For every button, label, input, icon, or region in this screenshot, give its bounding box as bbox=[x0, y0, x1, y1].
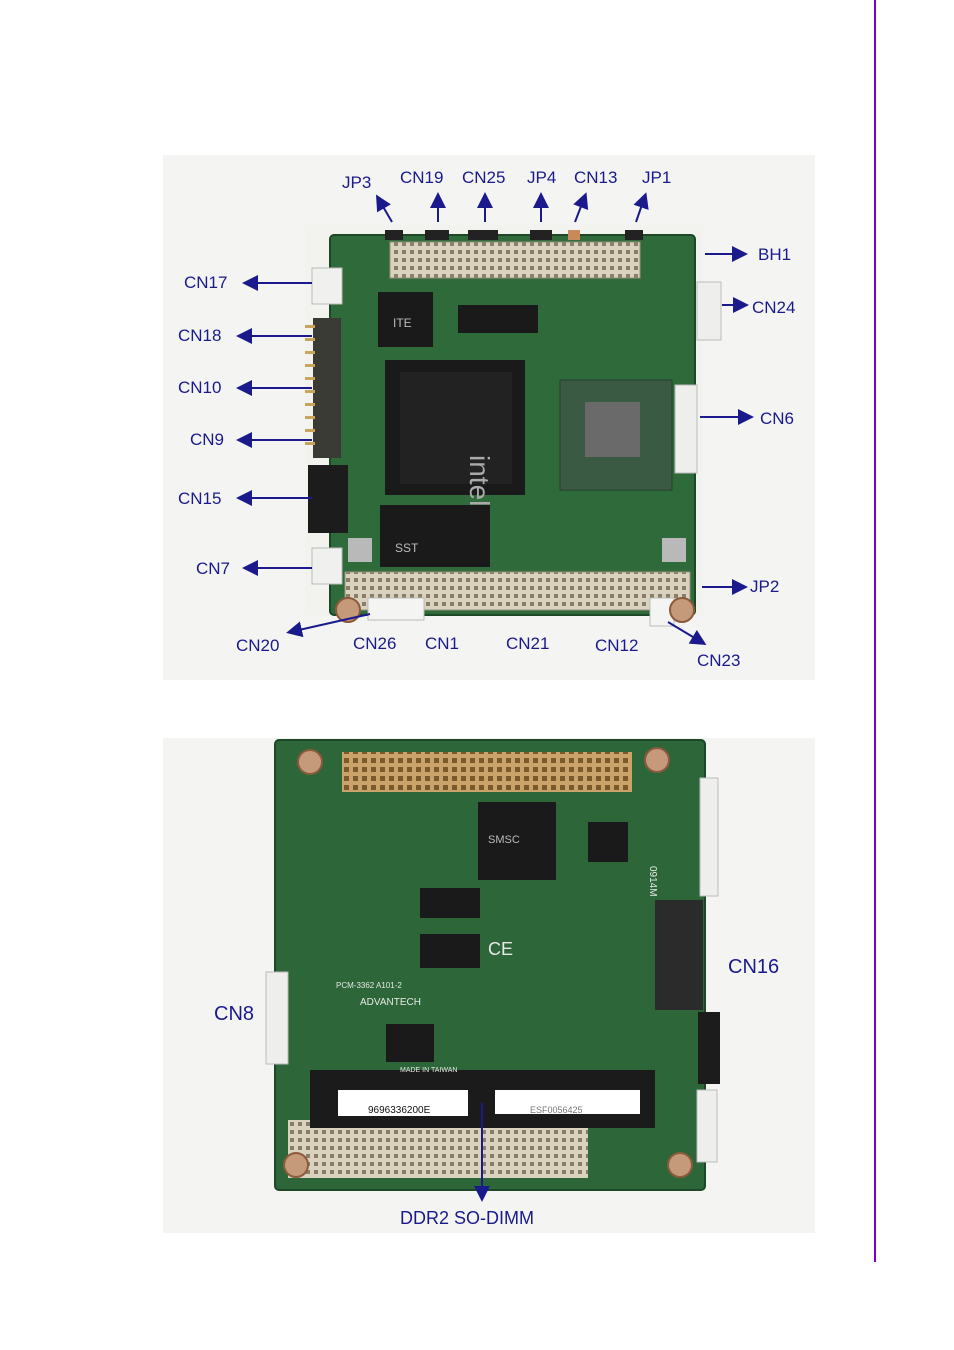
label-jp1: JP1 bbox=[642, 168, 671, 188]
barcode-1-text: 9696336200E bbox=[368, 1105, 431, 1116]
label-cn21: CN21 bbox=[506, 634, 549, 654]
label-cn18: CN18 bbox=[178, 326, 221, 346]
label-ddr2-so-dimm: DDR2 SO-DIMM bbox=[400, 1208, 534, 1229]
label-cn17: CN17 bbox=[184, 273, 227, 293]
label-cn12: CN12 bbox=[595, 636, 638, 656]
label-cn1: CN1 bbox=[425, 634, 459, 654]
label-cn15: CN15 bbox=[178, 489, 221, 509]
chip-sst-label: SST bbox=[395, 541, 419, 555]
bottom-board-photo: SMSC 9696336200E ESF0056425 ADVANTECH PC… bbox=[163, 738, 815, 1233]
label-cn23: CN23 bbox=[697, 651, 740, 671]
made-in-marking: MADE IN TAIWAN bbox=[400, 1067, 457, 1074]
label-cn8: CN8 bbox=[214, 1003, 254, 1026]
brand-marking: ADVANTECH bbox=[360, 997, 421, 1008]
date-marking: 0914M bbox=[647, 866, 658, 897]
label-cn9: CN9 bbox=[190, 430, 224, 450]
label-cn6: CN6 bbox=[760, 409, 794, 429]
label-cn24: CN24 bbox=[752, 298, 795, 318]
label-cn20: CN20 bbox=[236, 636, 279, 656]
chip-smsc-label: SMSC bbox=[488, 834, 520, 846]
label-cn25: CN25 bbox=[462, 168, 505, 188]
label-jp3: JP3 bbox=[342, 173, 371, 193]
label-cn26: CN26 bbox=[353, 634, 396, 654]
label-jp4: JP4 bbox=[527, 168, 556, 188]
chip-ite-label: ITE bbox=[393, 316, 412, 330]
label-jp2: JP2 bbox=[750, 577, 779, 597]
label-cn7: CN7 bbox=[196, 559, 230, 579]
label-cn19: CN19 bbox=[400, 168, 443, 188]
model-marking: PCM-3362 A101-2 bbox=[336, 981, 402, 990]
chip-intel-label: intel bbox=[464, 455, 495, 506]
barcode-2-text: ESF0056425 bbox=[530, 1105, 583, 1115]
label-cn10: CN10 bbox=[178, 378, 221, 398]
label-cn16: CN16 bbox=[728, 956, 779, 979]
label-cn13: CN13 bbox=[574, 168, 617, 188]
ce-marking: CE bbox=[488, 939, 513, 959]
label-bh1: BH1 bbox=[758, 245, 791, 265]
